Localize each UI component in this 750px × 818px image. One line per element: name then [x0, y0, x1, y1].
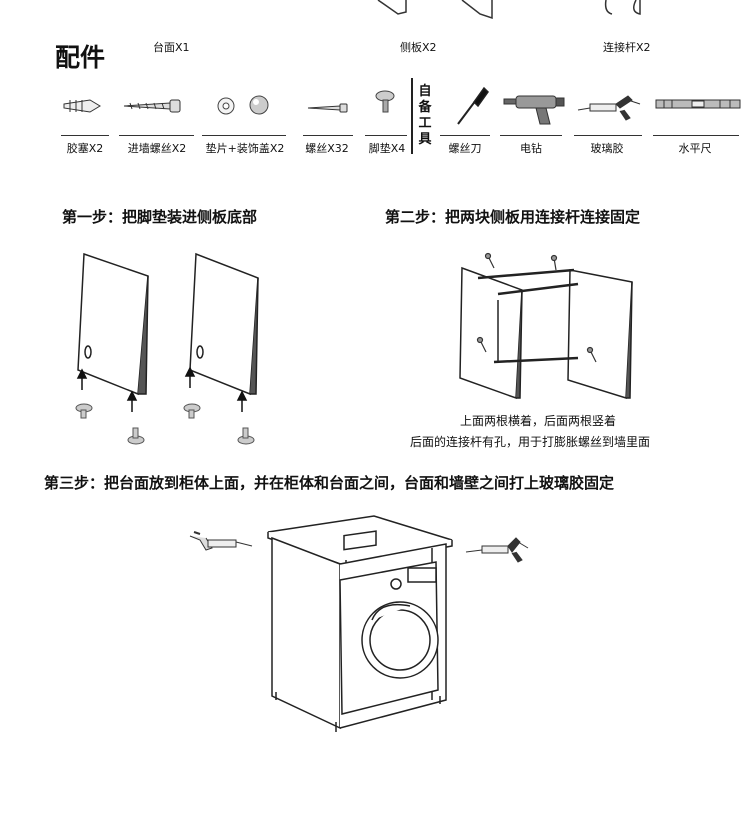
part-label-wall-plug: 胶塞X2	[66, 142, 104, 155]
caulking-gun-left-icon	[189, 531, 253, 551]
part-underline	[303, 135, 353, 136]
step1-panel-left	[77, 252, 149, 396]
step2-note-2: 后面的连接杆有孔，用于打膨胀螺丝到墙里面	[410, 435, 651, 449]
tool-label-caulk: 玻璃胶	[590, 142, 624, 155]
wall-plug-icon	[63, 99, 101, 113]
part-label-wall-screw: 进墙螺丝X2	[127, 142, 187, 155]
step3-title: 第三步：把台面放到柜体上面，并在柜体和台面之间，台面和墙壁之间打上玻璃胶固定	[44, 474, 615, 492]
top-countertop-sketch	[377, 0, 641, 20]
step2-screws	[476, 252, 597, 363]
washer-cap-icon	[217, 95, 269, 115]
tool-underline	[653, 135, 739, 136]
power-drill-icon	[503, 95, 565, 125]
part-label-washer-cap: 垫片+装饰盖X2	[205, 142, 285, 155]
spirit-level-icon	[655, 99, 741, 109]
step2-title: 第二步：把两块侧板用连接杆连接固定	[385, 208, 641, 226]
step1-foot-pads	[75, 403, 255, 445]
step2-panel-right	[567, 269, 633, 400]
part-label-foot-pad: 脚垫X4	[368, 142, 406, 155]
tools-label: 自备工具	[418, 84, 432, 147]
tool-label-level: 水平尺	[678, 142, 712, 155]
side-panel-label: 侧板X2	[400, 41, 437, 54]
step2-panel-left	[459, 266, 523, 400]
part-underline	[119, 135, 194, 136]
wall-screw-icon	[123, 99, 181, 113]
countertop-label: 台面X1	[153, 41, 190, 54]
step2-note-1: 上面两根横着，后面两根竖着	[460, 414, 617, 428]
foot-pad-icon	[375, 90, 395, 113]
part-underline	[202, 135, 286, 136]
parts-title: 配件	[55, 43, 106, 72]
part-underline	[365, 135, 407, 136]
tools-divider	[411, 78, 413, 154]
washing-machine	[339, 530, 439, 715]
caulking-gun-icon	[577, 95, 641, 121]
tool-label-screwdriver: 螺丝刀	[448, 142, 482, 155]
step1-panel-right	[189, 252, 259, 396]
part-label-screw: 螺丝X32	[305, 142, 349, 155]
step1-title: 第一步：把脚垫装进侧板底部	[62, 208, 258, 226]
step2-connecting-rods	[477, 268, 579, 364]
step1-arrows	[76, 366, 248, 412]
part-underline	[61, 135, 109, 136]
tool-underline	[440, 135, 490, 136]
tool-label-drill: 电钻	[520, 142, 542, 155]
screw-icon	[307, 103, 348, 113]
connecting-rod-label: 连接杆X2	[603, 41, 651, 54]
caulking-gun-right-icon	[465, 537, 529, 563]
screwdriver-icon	[457, 86, 489, 125]
tool-underline	[500, 135, 562, 136]
tool-underline	[574, 135, 642, 136]
